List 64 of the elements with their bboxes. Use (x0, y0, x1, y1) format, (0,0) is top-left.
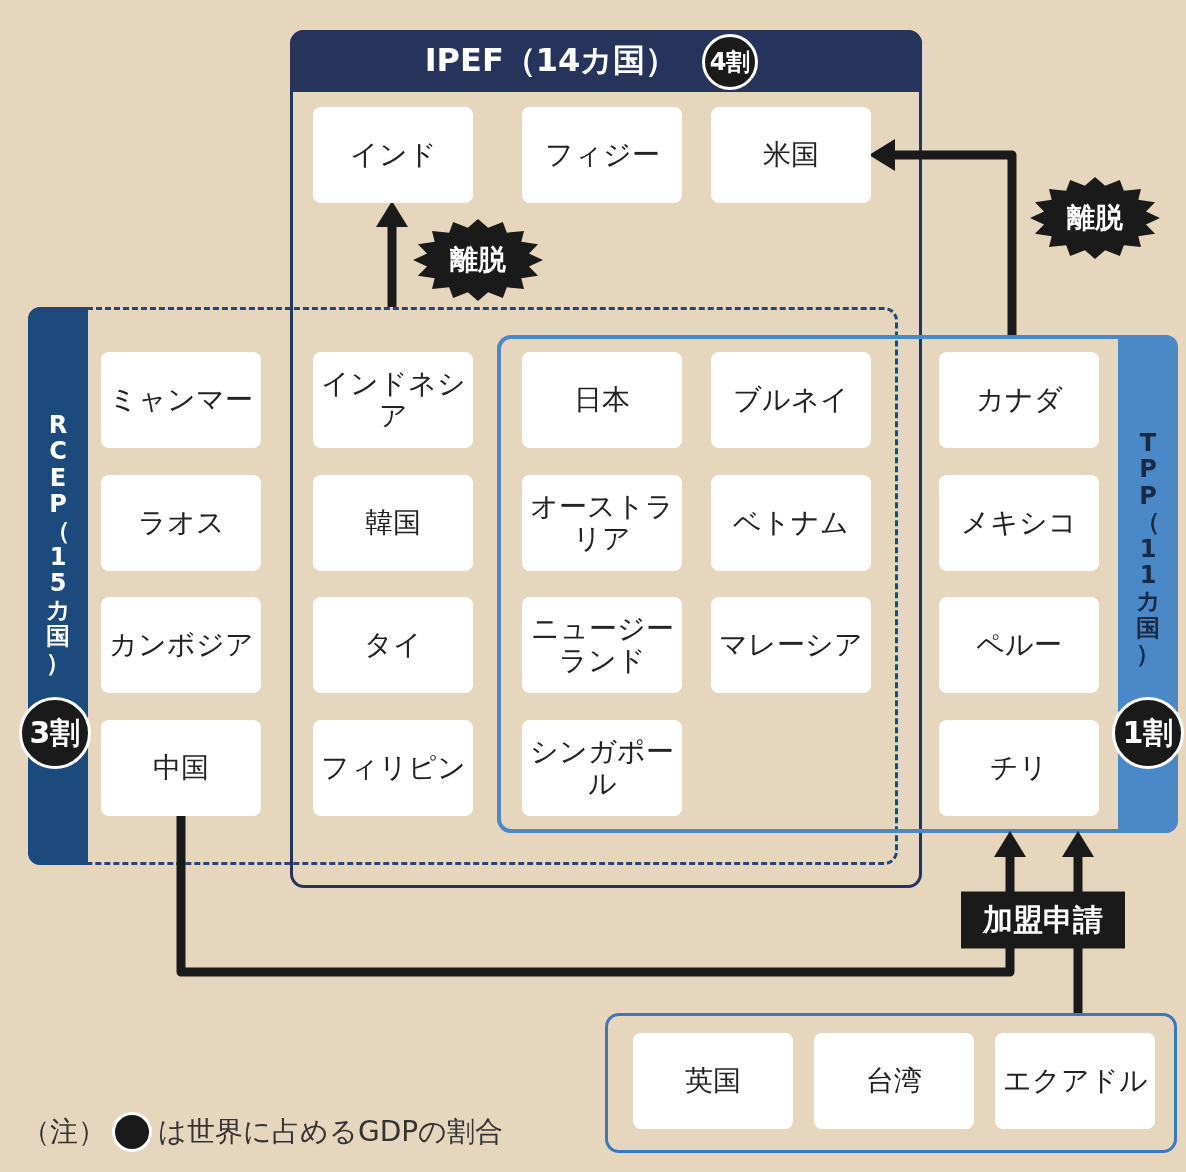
country-card (101, 475, 261, 571)
country-card (711, 475, 871, 571)
country-card (101, 597, 261, 693)
country-name: 中国 (153, 751, 209, 785)
country-card (814, 1033, 974, 1129)
country-card (101, 720, 261, 816)
country-name: シンガポール (529, 735, 675, 801)
country-name: カンボジア (108, 628, 254, 662)
group-title: RCEP（15カ国） (46, 412, 70, 676)
country-name: 日本 (574, 383, 630, 417)
country-name: フィリピン (320, 751, 466, 785)
country-card (995, 1033, 1155, 1129)
country-name: 米国 (763, 138, 819, 172)
country-name: インド (349, 138, 437, 172)
edge-label: 離脱 (413, 219, 543, 301)
country-card (711, 597, 871, 693)
country-card (522, 720, 682, 816)
country-name: チリ (990, 751, 1048, 785)
country-name: ミャンマー (109, 383, 253, 417)
country-name: メキシコ (961, 506, 1077, 540)
country-name: マレーシア (719, 628, 863, 662)
country-name: 台湾 (866, 1064, 922, 1098)
country-name: 英国 (685, 1064, 741, 1098)
country-card (939, 597, 1099, 693)
country-card (522, 475, 682, 571)
country-name: ブルネイ (733, 383, 849, 417)
country-name: エクアドル (1002, 1064, 1148, 1098)
country-name: ニュージーランド (529, 612, 675, 678)
group-frame (605, 1013, 1177, 1153)
edge-label: 加盟申請 (961, 891, 1125, 949)
country-card (633, 1033, 793, 1129)
country-card (313, 107, 473, 203)
arrow (376, 201, 408, 307)
country-name: タイ (364, 628, 422, 662)
country-card (711, 352, 871, 448)
country-name: インドネシア (319, 367, 467, 433)
country-name: ラオス (137, 506, 225, 540)
country-name: カナダ (975, 383, 1063, 417)
edge-label: 離脱 (1030, 177, 1160, 259)
country-card (101, 352, 261, 448)
country-card (939, 475, 1099, 571)
country-card (939, 352, 1099, 448)
share-badge: 3割 (19, 697, 91, 769)
arrow (869, 139, 1017, 335)
legend-text: は世界に占めるGDPの割合 (158, 1114, 504, 1150)
group-title: TPP（11カ国） (1136, 430, 1160, 668)
country-card (522, 107, 682, 203)
country-card (313, 475, 473, 571)
country-card (522, 597, 682, 693)
country-card (939, 720, 1099, 816)
country-name: 韓国 (365, 506, 421, 540)
country-card (313, 597, 473, 693)
country-card (711, 107, 871, 203)
country-name: ペルー (976, 628, 1062, 662)
country-name: オーストラリア (529, 490, 675, 556)
note-label: （注） (22, 1114, 106, 1150)
country-name: ベトナム (733, 506, 849, 540)
country-card (313, 720, 473, 816)
country-name: フィジー (544, 138, 660, 172)
country-card (313, 352, 473, 448)
share-badge: 1割 (1112, 697, 1184, 769)
country-card (522, 352, 682, 448)
group-frame (497, 335, 1178, 833)
arrow (176, 816, 1026, 977)
